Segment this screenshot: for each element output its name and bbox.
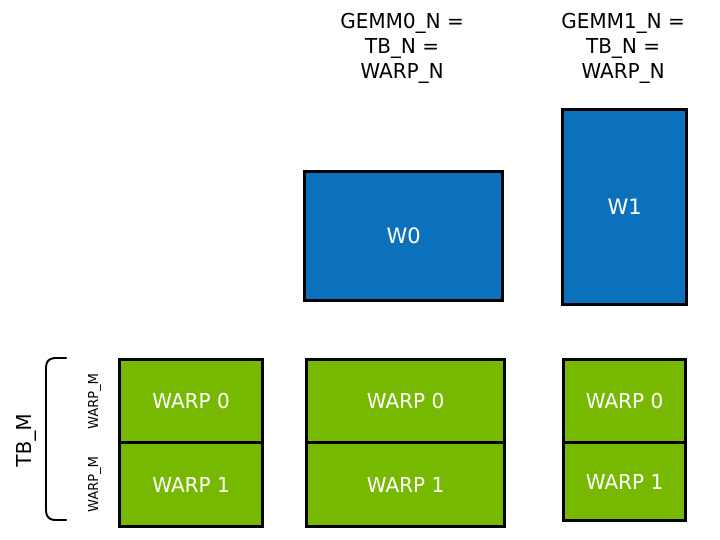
gemm1-header-line1: GEMM1_N = bbox=[561, 9, 685, 33]
gemm0-header-line1: GEMM0_N = bbox=[340, 9, 464, 33]
warp-m-axis-label-bottom: WARP_M bbox=[87, 456, 102, 512]
warp1-cell: WARP 1 bbox=[565, 441, 684, 519]
gemm0-column-header: GEMM0_N = TB_N = WARP_N bbox=[307, 9, 497, 84]
tb-m-axis-label: TB_M bbox=[12, 413, 36, 467]
warp-tile-w0-label: W0 bbox=[386, 224, 421, 248]
gemm1-column-header: GEMM1_N = TB_N = WARP_N bbox=[528, 9, 718, 84]
warp1-cell: WARP 1 bbox=[308, 441, 503, 525]
warp0-cell: WARP 0 bbox=[308, 361, 503, 441]
tb-m-bracket bbox=[45, 357, 67, 521]
thread-block-group-2: WARP 0 WARP 1 bbox=[562, 358, 687, 522]
warp-tile-w1: W1 bbox=[561, 108, 688, 306]
gemm0-header-line2: TB_N = bbox=[364, 34, 439, 58]
warp0-cell: WARP 0 bbox=[121, 361, 261, 441]
warp-tile-w0: W0 bbox=[303, 170, 504, 302]
warp0-cell: WARP 0 bbox=[565, 361, 684, 441]
thread-block-group-1: WARP 0 WARP 1 bbox=[305, 358, 506, 528]
warp1-cell: WARP 1 bbox=[121, 441, 261, 525]
gemm1-header-line2: TB_N = bbox=[585, 34, 660, 58]
gemm1-header-line3: WARP_N bbox=[581, 59, 665, 83]
thread-block-group-0: WARP 0 WARP 1 bbox=[118, 358, 264, 528]
warp-m-axis-label-top: WARP_M bbox=[87, 373, 102, 429]
gemm0-header-line3: WARP_N bbox=[360, 59, 444, 83]
warp-tile-w1-label: W1 bbox=[607, 195, 642, 219]
